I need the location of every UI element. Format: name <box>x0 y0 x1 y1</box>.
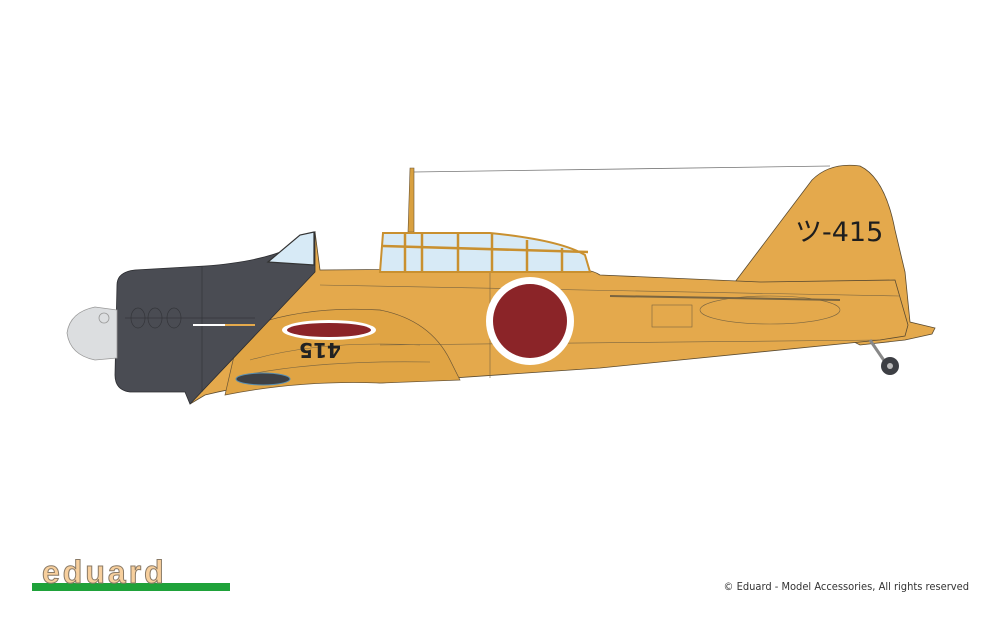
fuselage-hinomaru-red <box>493 284 567 358</box>
panel-lines <box>244 272 901 378</box>
antenna-mast <box>407 167 415 233</box>
wing-code: 415 <box>299 338 341 362</box>
windscreen <box>266 231 315 266</box>
antenna-wire <box>413 165 831 173</box>
copyright-notice: © Eduard - Model Accessories, All rights… <box>723 580 969 593</box>
cowling-panel-lines <box>125 266 255 392</box>
wing-hinomaru-red <box>287 323 371 337</box>
canopy <box>378 232 592 273</box>
eduard-logo: eduard <box>32 556 230 592</box>
logo-text: eduard <box>42 554 167 590</box>
logo-bar <box>32 583 230 591</box>
wheel-well <box>235 372 291 386</box>
canopy-frames <box>382 233 589 272</box>
propeller-spinner <box>66 306 118 361</box>
tail-wheel-hub <box>887 363 893 369</box>
spinner-detail <box>98 312 110 324</box>
tail-code: ツ-415 <box>795 217 883 248</box>
tail-wheel-strut <box>868 339 887 363</box>
